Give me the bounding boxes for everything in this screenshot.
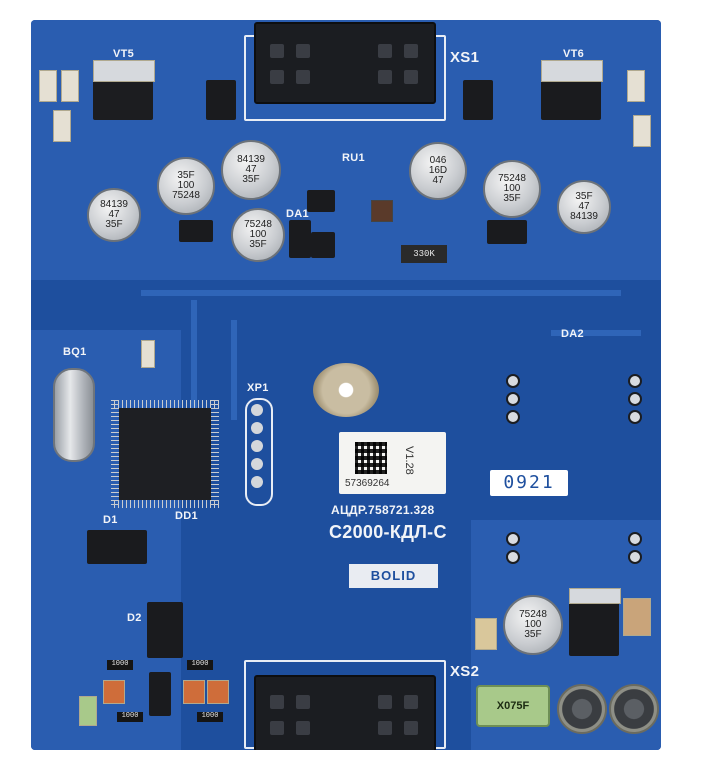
smd-component (79, 696, 97, 726)
xp1-pad (251, 458, 263, 470)
via (628, 392, 642, 406)
smd-resistor (627, 70, 645, 102)
vt6-tab (541, 60, 603, 82)
xp1-pad (251, 404, 263, 416)
xs2-label: XS2 (450, 663, 480, 680)
xp1-pad (251, 440, 263, 452)
mounting-hole (313, 363, 379, 417)
smd-resistor (39, 70, 57, 102)
smd-resistor (61, 70, 79, 102)
smd-resistor (633, 115, 651, 147)
smd-resistor (141, 340, 155, 368)
d2-label: D2 (127, 612, 142, 624)
via (506, 374, 520, 388)
smd-resistor (53, 110, 71, 142)
resistor-label: 1000 (107, 660, 133, 670)
power-transistor (569, 600, 619, 656)
resistor-label: 1000 (187, 660, 213, 670)
serial-number: 57369264 (345, 478, 390, 489)
inductor (609, 684, 659, 734)
via (628, 410, 642, 424)
smd-capacitor (623, 598, 651, 636)
vt6-transistor (541, 78, 601, 120)
smd-transistor (307, 190, 335, 212)
smd-diode (463, 80, 493, 120)
smd-diode (207, 680, 229, 704)
da1-label: DA1 (286, 208, 309, 220)
xp1-label: XP1 (247, 382, 269, 394)
trace (141, 290, 621, 296)
via (628, 532, 642, 546)
inductor (557, 684, 607, 734)
via (628, 550, 642, 564)
d2-chip (147, 602, 183, 658)
d1-chip (87, 530, 147, 564)
via (506, 532, 520, 546)
xp1-outline (245, 398, 273, 506)
varistor (371, 200, 393, 222)
xs1-label: XS1 (450, 49, 480, 66)
part-number: АЦДР.758721.328 (331, 503, 435, 517)
xp1-pad (251, 476, 263, 488)
smd-component (311, 232, 335, 258)
vt6-label: VT6 (563, 48, 585, 60)
vt5-tab (93, 60, 155, 82)
resistor-label: 1000 (197, 712, 223, 722)
resistor-label: 1000 (117, 712, 143, 722)
model-name: С2000-КДЛ-С (329, 522, 447, 542)
crystal-oscillator (53, 368, 95, 462)
version-text: V1.28 (403, 446, 415, 475)
xs1-header[interactable] (254, 22, 436, 104)
brand-logo: BOLID (349, 564, 438, 588)
d1-label: D1 (103, 514, 118, 526)
smd-diode (183, 680, 205, 704)
resistor-330k: 330K (401, 245, 447, 263)
dd1-label: DD1 (175, 510, 198, 522)
smd-component (179, 220, 213, 242)
via (506, 392, 520, 406)
transistor-tab (569, 588, 621, 604)
datamatrix-code (355, 442, 387, 474)
trace (231, 320, 237, 420)
xs2-header[interactable] (254, 675, 436, 750)
trace (551, 330, 641, 336)
microcontroller (119, 408, 211, 500)
da2-label: DA2 (561, 328, 584, 340)
smd-diode (103, 680, 125, 704)
trace (191, 300, 197, 420)
via (628, 374, 642, 388)
smd-transistor (149, 672, 171, 716)
fuse: X075F (476, 685, 550, 727)
vt5-label: VT5 (113, 48, 135, 60)
bq1-label: BQ1 (63, 346, 87, 358)
da1-chip (289, 220, 311, 258)
segment-display: 0921 (490, 470, 568, 496)
smd-capacitor (475, 618, 497, 650)
xp1-pad (251, 422, 263, 434)
ru1-label: RU1 (342, 152, 365, 164)
serial-sticker: V1.28 57369264 (339, 432, 446, 494)
smd-diode (206, 80, 236, 120)
via (506, 410, 520, 424)
smd-component (487, 220, 527, 244)
via (506, 550, 520, 564)
vt5-transistor (93, 78, 153, 120)
